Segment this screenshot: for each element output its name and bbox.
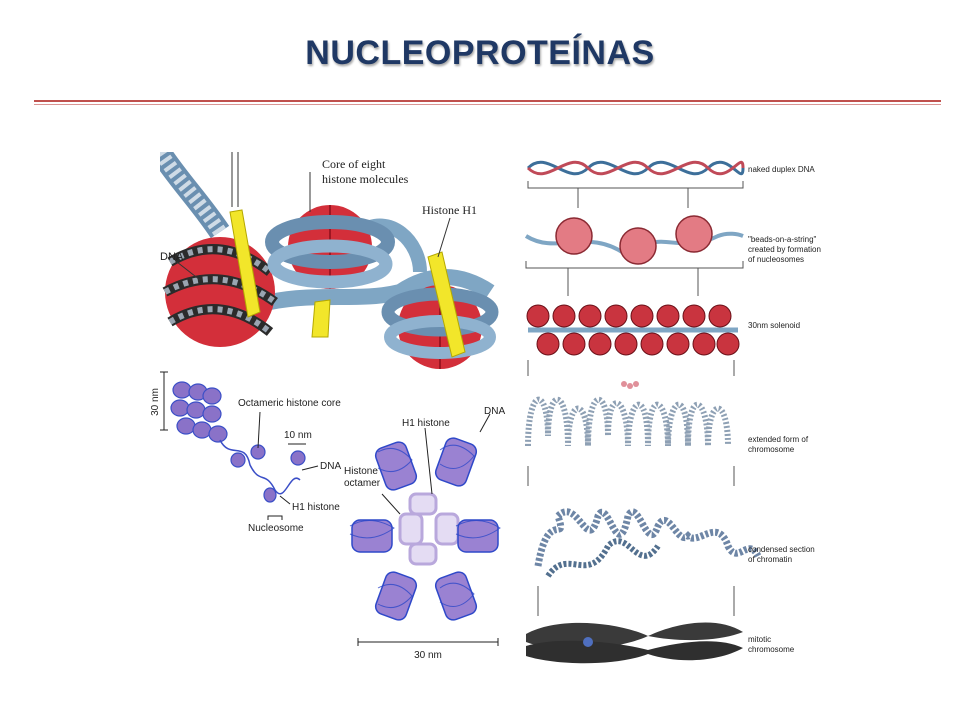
rosette-h1-label: H1 histone (402, 418, 450, 429)
beads-label-line2: created by formation (748, 245, 821, 254)
rosette-scale-label: 30 nm (414, 650, 442, 661)
extended-label-line2: chromosome (748, 445, 795, 454)
core-label-line1: Core of eight (322, 157, 386, 171)
fiber-dna-label: DNA (320, 461, 341, 472)
extended-label-line1: extended form of (748, 435, 809, 444)
rosette-dna-label: DNA (484, 406, 505, 417)
octamer-label-line2: octamer (344, 478, 381, 489)
beads-label-line3: of nucleosomes (748, 255, 804, 264)
mitotic-label-line1: mitotic (748, 635, 771, 644)
solenoid-rosette-panel: 30 nm H1 histone DNA Histone octamer (340, 402, 510, 664)
nucleosome-3d-illustration: Core of eight histone molecules Histone … (160, 152, 499, 369)
mitotic-label-line2: chromosome (748, 645, 795, 654)
nucleosome-label: Nucleosome (248, 523, 304, 534)
dna-label: DNA (160, 251, 184, 263)
condensed-label-line1: condensed section (748, 545, 815, 554)
naked-dna-label: naked duplex DNA (748, 165, 815, 174)
octameric-core-label: Octameric histone core (238, 398, 341, 409)
octamer-label-line1: Histone (344, 466, 378, 477)
nucleosome-3d-panel: Core of eight histone molecules Histone … (160, 152, 512, 372)
slide-title: NUCLEOPROTEÍNAS (305, 34, 655, 72)
chromatin-fiber-illustration: 30 nm 10 nm Octameric histone core DNA H… (150, 371, 341, 534)
fiber-scale-label: 30 nm (150, 388, 161, 416)
solenoid-label: 30nm solenoid (748, 321, 800, 330)
beads-label-line1: "beads-on-a-string" (748, 235, 817, 244)
compaction-levels-illustration: naked duplex DNA "beads-on-a-string" cre… (524, 160, 821, 664)
title-underline (34, 100, 941, 102)
ten-nm-label: 10 nm (284, 430, 312, 441)
fiber-h1-label: H1 histone (292, 502, 340, 513)
title-underline-thin (34, 104, 941, 105)
condensed-label-line2: of chromatin (748, 555, 792, 564)
solenoid-rosette-illustration: 30 nm H1 histone DNA Histone octamer (344, 406, 505, 661)
histone-h1-label: Histone H1 (422, 203, 477, 217)
core-label-line2: histone molecules (322, 172, 409, 186)
chromatin-fiber-panel: 30 nm 10 nm Octameric histone core DNA H… (150, 370, 350, 540)
compaction-levels-panel: naked duplex DNA "beads-on-a-string" cre… (518, 146, 840, 676)
naked-dna-helix (526, 160, 745, 176)
